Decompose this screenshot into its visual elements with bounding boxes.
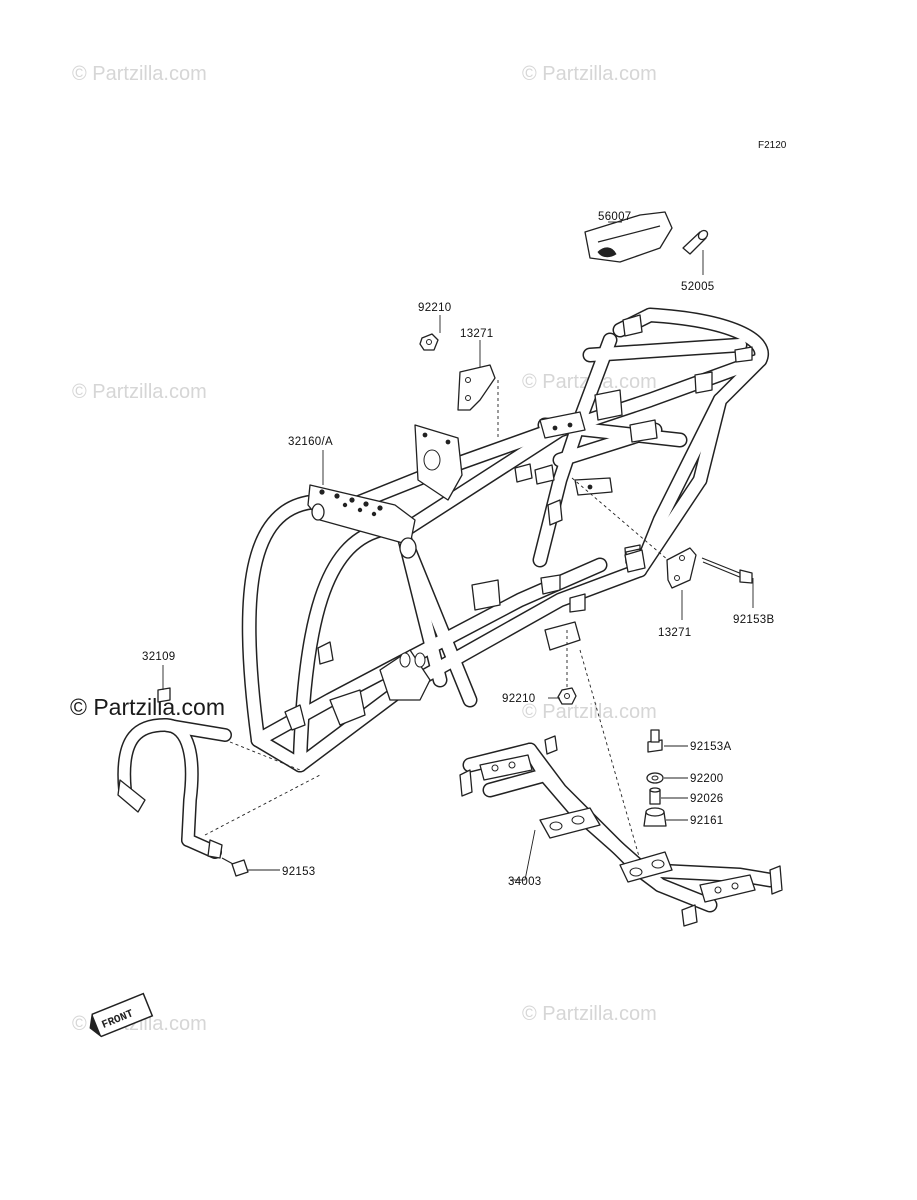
watermark: © Partzilla.com [522,1003,657,1025]
part-labels: 56007 52005 92210 13271 32160/A 92153B 1… [142,211,774,888]
watermark: © Partzilla.com [72,63,207,85]
watermark-group: © Partzilla.com © Partzilla.com © Partzi… [70,63,657,1035]
bumper-32109 [117,687,232,859]
label-13271-right: 13271 [658,627,691,639]
bolt-92153b [701,557,753,584]
bracket-13271-top [457,364,496,411]
subframe-34003 [459,735,783,927]
label-32160a: 32160/A [288,436,333,448]
watermark: © Partzilla.com [72,381,207,403]
label-92200: 92200 [690,773,723,785]
label-92210-top: 92210 [418,302,451,314]
bolt-92153 [221,857,249,877]
bracket-13271-right [666,547,697,589]
damper-92161 [643,807,667,827]
watermark: © Partzilla.com [522,701,657,723]
label-92153a: 92153A [690,741,731,753]
front-direction-badge: FRONT [89,992,154,1038]
bolt-92153a [647,729,663,753]
watermark-dark: © Partzilla.com [70,694,225,720]
seat-pad-56007 [584,211,673,263]
label-32109: 32109 [142,651,175,663]
label-92153b: 92153B [733,614,774,626]
leader-lines [162,221,754,881]
collar-92026 [649,787,661,805]
figure-code: F2120 [758,140,787,151]
label-92210-mid: 92210 [502,693,535,705]
label-92161: 92161 [690,815,723,827]
label-92026: 92026 [690,793,723,805]
label-52005: 52005 [681,281,714,293]
main-frame [241,307,769,773]
label-56007: 56007 [598,211,631,223]
nut-92210-mid [557,687,577,705]
label-92153: 92153 [282,866,315,878]
watermark: © Partzilla.com [522,63,657,85]
washer-92200 [646,772,664,784]
head-bracket-holes [319,489,383,517]
nut-92210-top [419,333,439,351]
label-13271-top: 13271 [460,328,493,340]
label-34003: 34003 [508,876,541,888]
pin-52005 [682,229,709,255]
